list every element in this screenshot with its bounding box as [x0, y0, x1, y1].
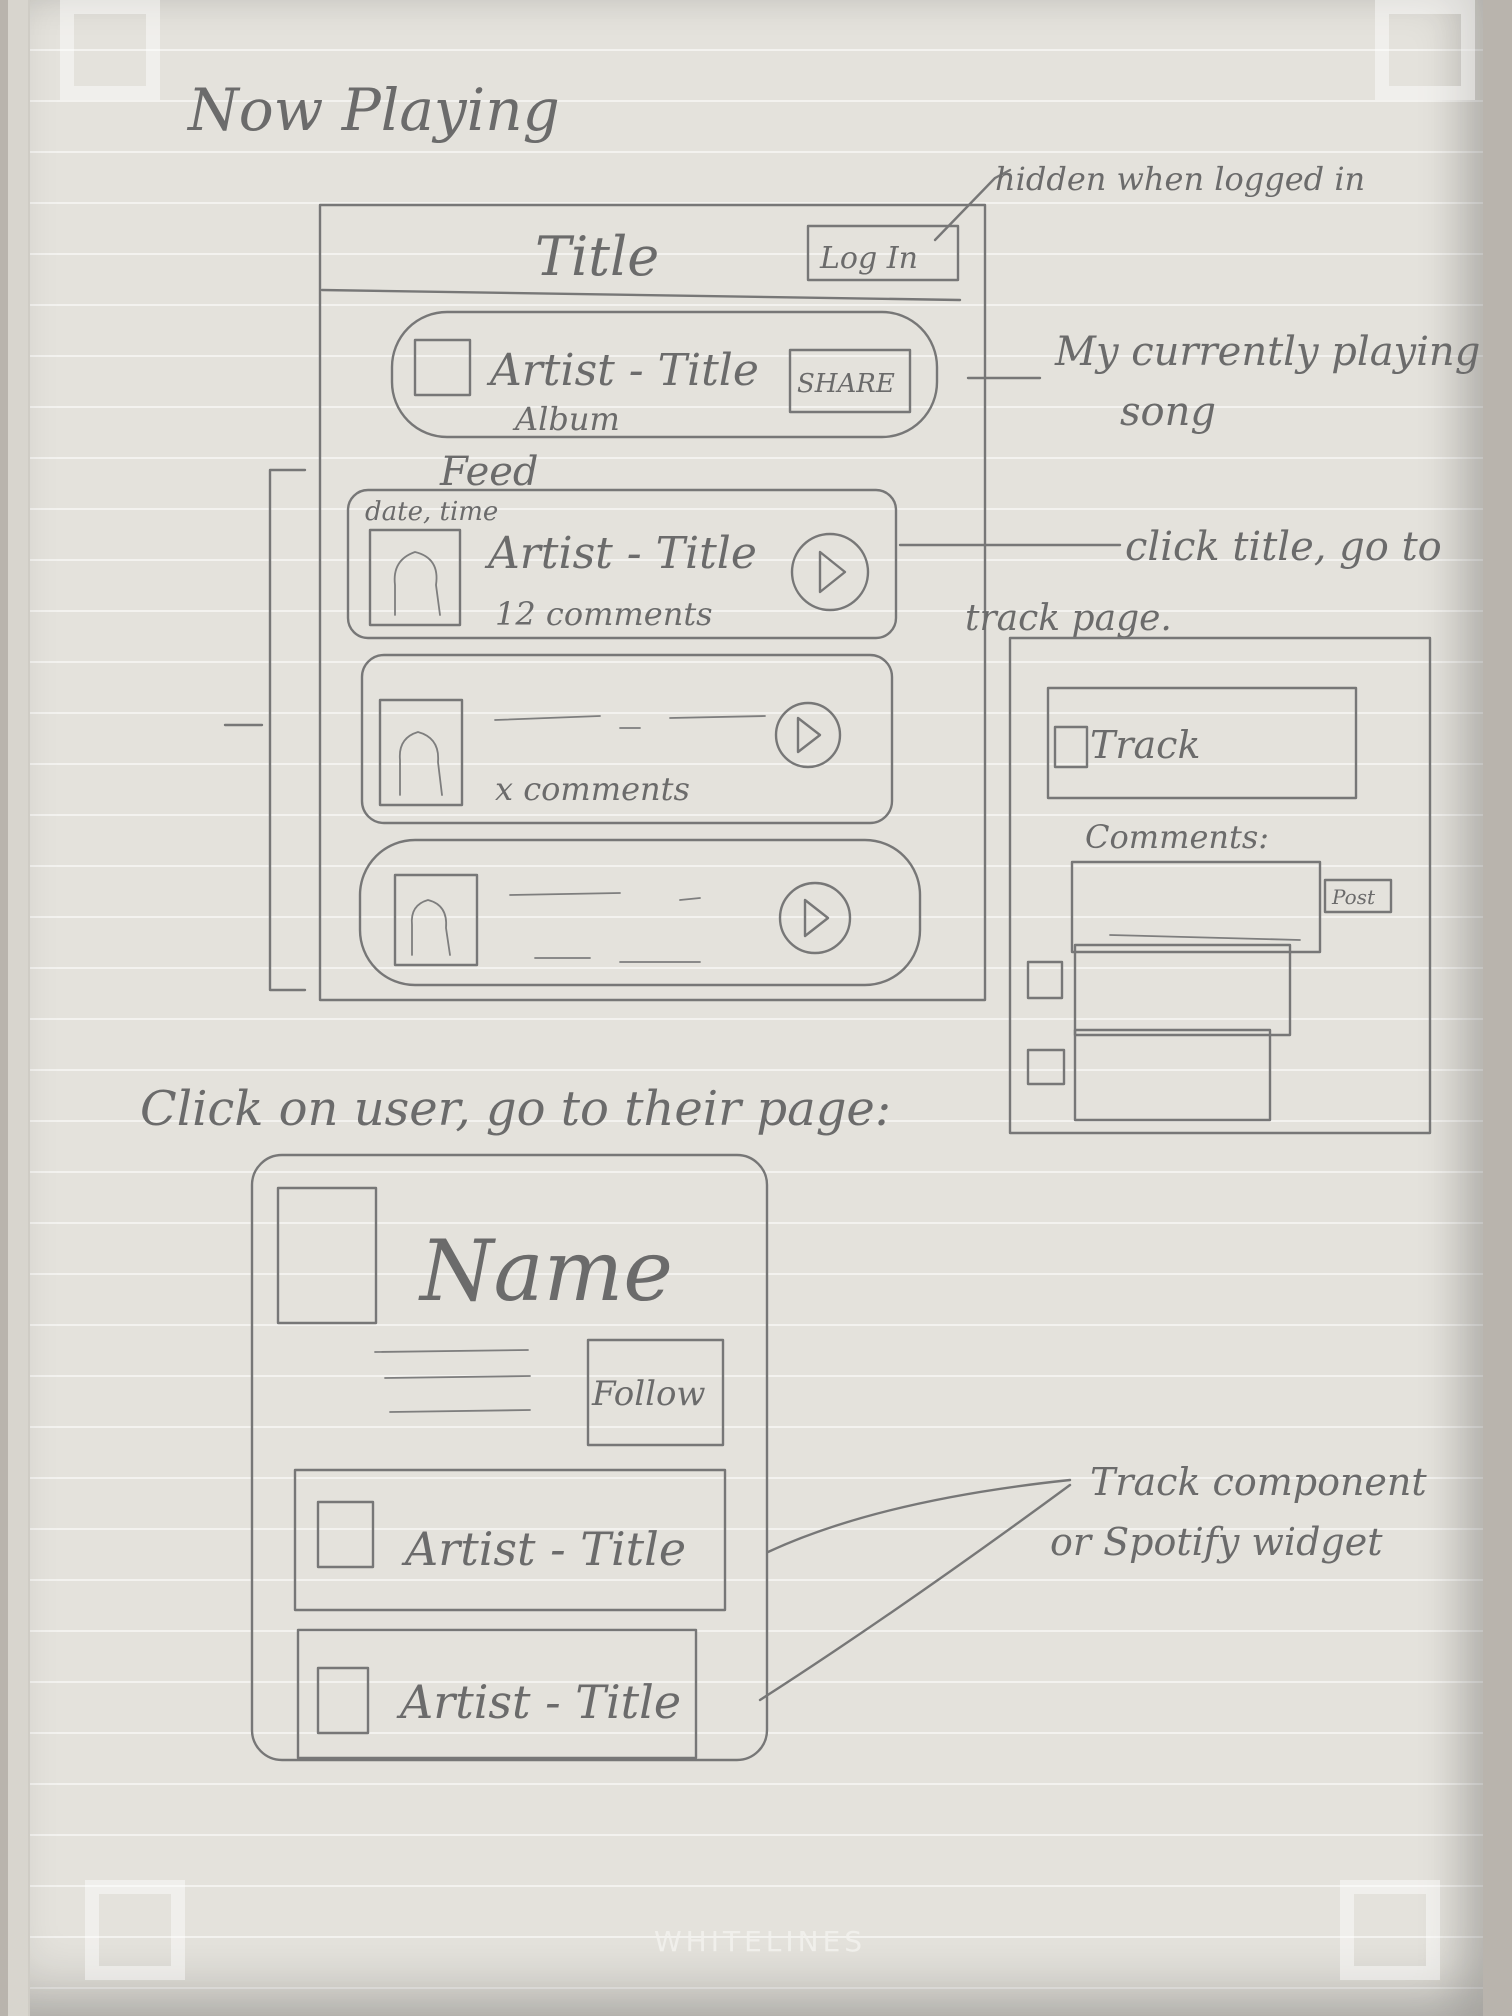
follow-button[interactable]	[586, 1338, 725, 1447]
corner-marker	[1340, 1880, 1440, 1980]
share-button[interactable]	[788, 348, 912, 414]
person-icon	[398, 731, 443, 796]
track-card[interactable]	[1046, 686, 1358, 800]
feed-item-meta: date, time	[365, 497, 498, 527]
now-playing-album: Album	[512, 400, 620, 438]
user-avatar-placeholder[interactable]	[368, 528, 462, 627]
play-button[interactable]	[774, 701, 842, 769]
track-component[interactable]	[296, 1628, 698, 1760]
person-icon	[410, 899, 451, 956]
login-button-label: Log In	[819, 241, 918, 276]
user-page-caption: Click on user, go to their page:	[140, 1081, 891, 1137]
now-playing-note-line2: song	[1120, 389, 1216, 435]
now-playing-note-line1: My currently playing	[1054, 329, 1480, 375]
play-button[interactable]	[778, 881, 852, 955]
sketch-heading: Now Playing	[186, 76, 560, 144]
header-title: Title	[535, 225, 659, 288]
comments-label: Comments:	[1085, 818, 1269, 856]
placeholder-line	[669, 715, 766, 719]
track-note-pointer	[758, 1483, 1072, 1702]
play-icon	[796, 716, 822, 754]
commenter-avatar[interactable]	[1026, 960, 1064, 1000]
post-button-label: Post	[1331, 885, 1376, 909]
commenter-avatar[interactable]	[1026, 1048, 1066, 1086]
user-name: Name	[418, 1222, 673, 1320]
track-art-placeholder	[316, 1500, 375, 1569]
login-note: hidden when logged in	[995, 160, 1365, 198]
track-art-placeholder	[1053, 725, 1089, 769]
track-note-pointer	[766, 1478, 1072, 1554]
play-button[interactable]	[790, 532, 870, 612]
person-icon	[393, 551, 441, 616]
feed-note-line2: track page.	[965, 598, 1172, 639]
feed-item[interactable]	[360, 653, 894, 825]
follow-button-label: Follow	[591, 1374, 706, 1414]
track-note-line1: Track component	[1090, 1460, 1427, 1504]
feed-note-line1: click title, go to	[1125, 524, 1442, 570]
placeholder-line	[494, 715, 601, 721]
notebook-page	[8, 0, 1483, 2016]
track-component-title: Artist - Title	[396, 1675, 681, 1729]
now-playing-card[interactable]	[390, 310, 939, 439]
header-divider	[320, 288, 962, 302]
brand-watermark: WHITELINES	[653, 1925, 867, 1958]
feed-item[interactable]	[346, 488, 898, 640]
post-button[interactable]	[1323, 878, 1393, 914]
track-page-frame	[1008, 636, 1432, 1135]
placeholder-line	[384, 1375, 531, 1379]
main-screen-frame	[318, 203, 987, 1002]
user-avatar-placeholder[interactable]	[378, 698, 464, 807]
feed-label: Feed	[439, 449, 539, 495]
user-page-frame	[250, 1153, 769, 1762]
corner-marker	[1375, 0, 1475, 100]
page-binding	[8, 0, 30, 2016]
user-avatar-large	[276, 1186, 378, 1325]
feed-item-comments: x comments	[495, 770, 690, 808]
track-note-line2: or Spotify widget	[1050, 1520, 1383, 1564]
feed-bracket	[268, 468, 307, 992]
placeholder-line	[679, 897, 701, 901]
feed-item-comments: 12 comments	[495, 595, 713, 633]
feed-item[interactable]	[358, 838, 922, 987]
comment-input[interactable]	[1070, 860, 1322, 954]
placeholder-line	[509, 892, 621, 896]
login-note-pointer	[933, 168, 1012, 242]
album-art-placeholder	[413, 338, 472, 397]
corner-marker	[85, 1880, 185, 1980]
share-button-label: SHARE	[797, 369, 895, 399]
comment-card	[1073, 943, 1292, 1037]
login-button[interactable]	[806, 224, 960, 282]
track-label: Track	[1090, 723, 1200, 767]
corner-marker	[60, 0, 160, 100]
track-component[interactable]	[293, 1468, 727, 1612]
placeholder-line	[1109, 934, 1301, 941]
play-icon	[818, 550, 847, 594]
play-icon	[803, 898, 830, 938]
track-component-title: Artist - Title	[401, 1522, 686, 1576]
comment-card	[1073, 1028, 1272, 1122]
placeholder-line	[389, 1409, 531, 1413]
feed-item-track: Artist - Title	[484, 528, 757, 579]
user-avatar-placeholder[interactable]	[393, 873, 479, 967]
now-playing-track: Artist - Title	[486, 345, 759, 396]
track-art-placeholder	[316, 1666, 370, 1735]
placeholder-line	[374, 1349, 529, 1353]
